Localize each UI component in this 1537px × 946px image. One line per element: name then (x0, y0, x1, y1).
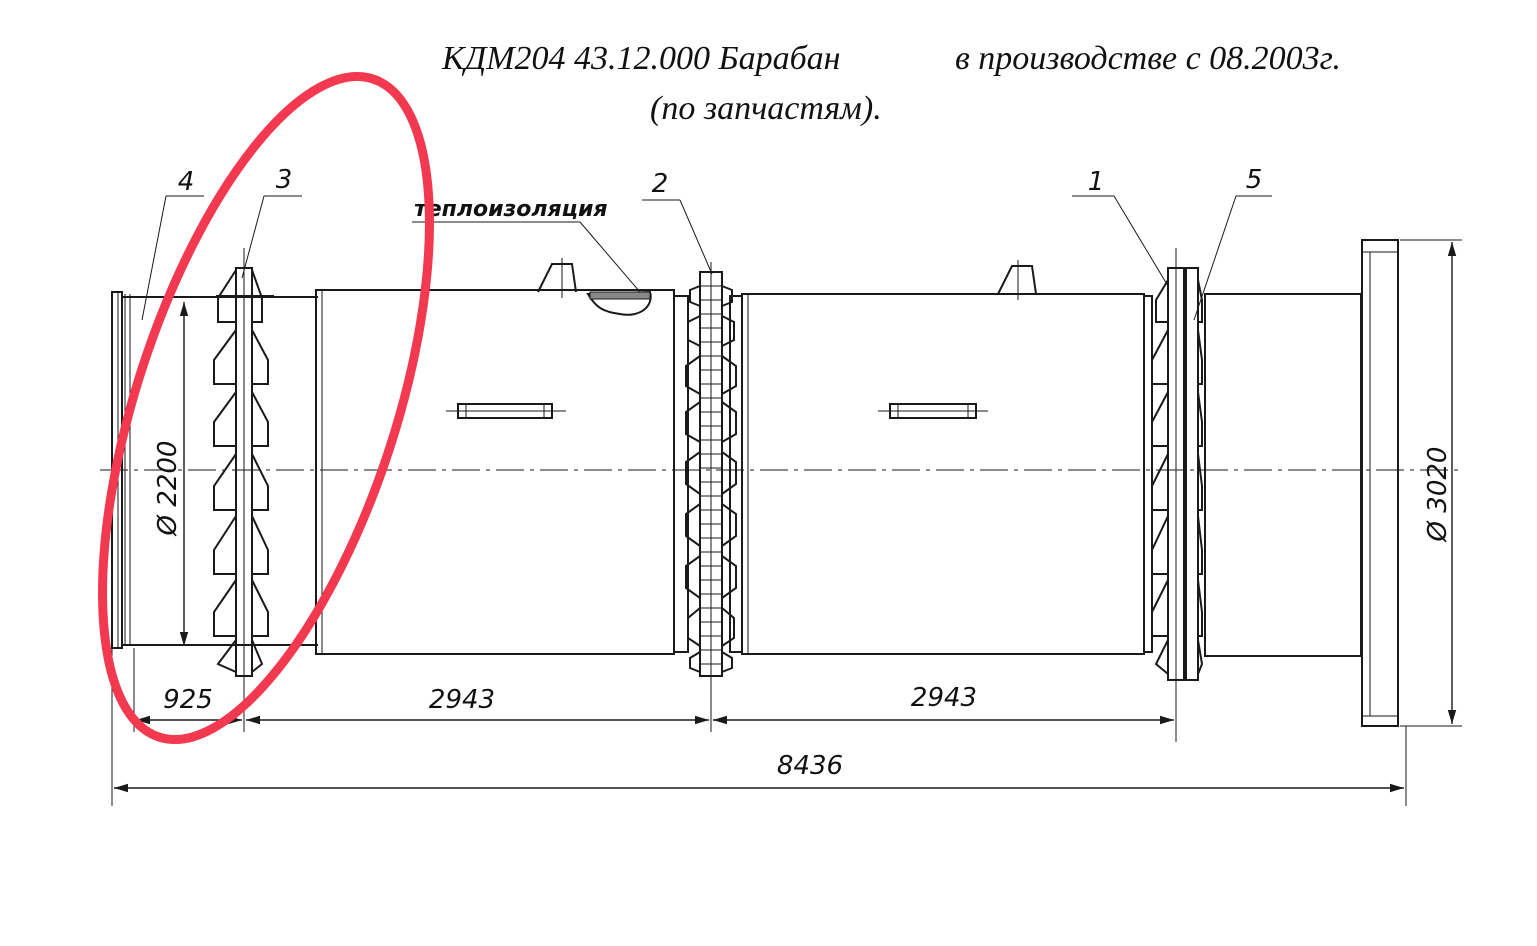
callout-2-label: 2 (652, 169, 669, 199)
hatch-right (878, 403, 988, 419)
callout-5: 5 (1193, 165, 1272, 321)
section-b-length: 2943 (911, 683, 977, 713)
tyre-1 (1151, 248, 1185, 742)
shell-section-middle (741, 293, 1145, 655)
production-date: в производстве с 08.2003г. (955, 40, 1341, 77)
callout-insulation: теплоизоляция (412, 197, 641, 293)
outer-diameter-label: Ø 3020 (1423, 447, 1453, 543)
insulation-cutaway (586, 290, 652, 316)
left-section-length: 925 (163, 685, 213, 715)
section-a-length: 2943 (429, 685, 495, 715)
lug-right (997, 260, 1037, 300)
insulation-label: теплоизоляция (414, 197, 608, 222)
shell-section-right (1204, 293, 1362, 657)
callout-3-label: 3 (276, 165, 293, 195)
callout-4: 4 (141, 167, 204, 321)
discharge-flange (1361, 239, 1399, 727)
shell-section-left (315, 289, 675, 655)
seal-5 (1185, 267, 1204, 681)
callout-2: 2 (642, 169, 713, 275)
highlight-ellipse (98, 71, 434, 745)
callout-1-label: 1 (1088, 167, 1105, 197)
callout-4-label: 4 (178, 167, 195, 197)
drawing-title: КДМ204 43.12.000 Барабан в производстве … (0, 40, 1537, 86)
callout-3: 3 (241, 165, 302, 279)
tyre-3 (213, 248, 274, 690)
overall-length: 8436 (777, 751, 843, 781)
drawing-subtitle: (по запчастям). (650, 90, 882, 127)
hatch-left (446, 403, 566, 419)
callout-1: 1 (1072, 167, 1169, 287)
inner-diameter-label: Ø 2200 (153, 441, 183, 537)
girth-gear-2 (685, 262, 737, 732)
drawing-designation: КДМ204 43.12.000 Барабан (442, 40, 841, 77)
lug-left (537, 258, 577, 298)
callout-5-label: 5 (1246, 165, 1263, 195)
